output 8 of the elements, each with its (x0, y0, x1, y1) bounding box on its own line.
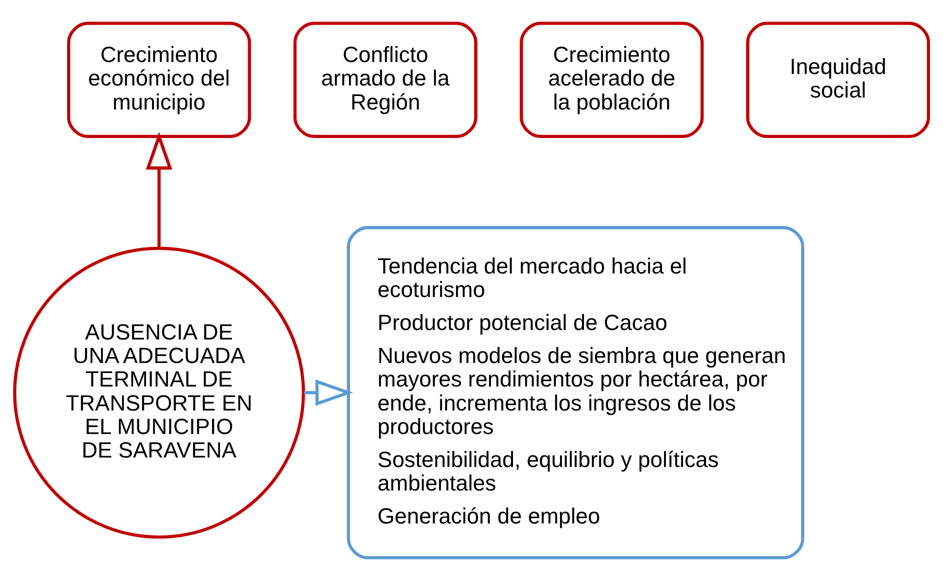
node-box: Conflicto armado de la Región (293, 21, 478, 138)
node-box: Inequidad social (746, 21, 930, 138)
node-circle: AUSENCIA DE UNA ADECUADA TERMINAL DE TRANSPORTE EN EL MUNICIPIO DE SARAVENA (13, 246, 305, 538)
arrow (146, 131, 172, 248)
node-box: Crecimiento económico del municipio (67, 21, 251, 138)
arrow (304, 378, 354, 406)
node-box: Tendencia del mercado hacia el ecoturismo Productor potencial de Cacao Nuevos modelos de siembra que generan mayores rendimientos por hectárea, por ende, incrementa los ingresos de los productores Sostenibilidad, equilibrio y políticas ambientales Generación de empleo (346, 226, 804, 559)
node-box: Crecimiento acelerado de la población (520, 21, 704, 138)
